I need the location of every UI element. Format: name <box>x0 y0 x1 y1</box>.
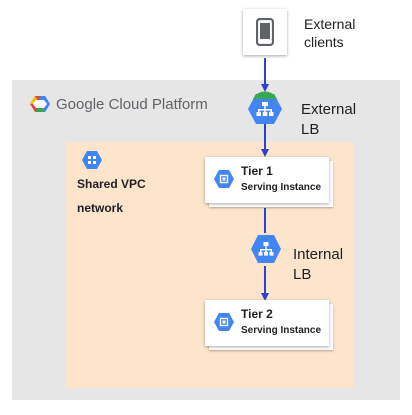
internal-lb-label: Internal LB <box>293 245 373 285</box>
vpc-network-icon <box>82 151 102 169</box>
external-clients-label: External clients <box>304 15 384 51</box>
external-lb-label: External LB <box>301 100 381 140</box>
shared-vpc-label-line2: network <box>77 201 124 215</box>
gcp-platform-name: Google Cloud Platform <box>56 95 208 113</box>
external-lb-icon <box>248 91 282 124</box>
tier2-title: Tier 2 <box>241 307 273 321</box>
external-clients-node <box>243 9 287 55</box>
external-lb-label-line1: External <box>301 101 357 118</box>
external-clients-label-line1: External <box>304 16 356 32</box>
shared-vpc-label: Shared VPC network <box>77 172 187 220</box>
compute-instance-icon <box>214 170 234 188</box>
shared-vpc-label-line1: Shared VPC <box>77 177 146 191</box>
internal-lb-icon <box>251 235 281 263</box>
internal-lb-label-line2: LB <box>293 266 312 283</box>
phone-icon <box>256 18 274 46</box>
tier1-subtitle: Serving Instance <box>241 182 322 193</box>
internal-lb-label-line1: Internal <box>293 246 344 263</box>
compute-instance-icon <box>214 313 234 331</box>
tier1-serving-instance-card: Tier 1 Serving Instance <box>205 157 333 207</box>
external-clients-label-line2: clients <box>304 34 344 50</box>
tier1-card-face: Tier 1 Serving Instance <box>205 157 329 203</box>
external-lb-label-line2: LB <box>301 121 320 138</box>
tier2-serving-instance-card: Tier 2 Serving Instance <box>205 300 333 350</box>
tier2-subtitle: Serving Instance <box>241 325 322 336</box>
gcp-logo: Google Cloud Platform <box>30 93 210 115</box>
tier1-title: Tier 1 <box>241 164 273 178</box>
tier2-card-face: Tier 2 Serving Instance <box>205 300 329 346</box>
gcp-hexagon-icon <box>30 96 50 112</box>
